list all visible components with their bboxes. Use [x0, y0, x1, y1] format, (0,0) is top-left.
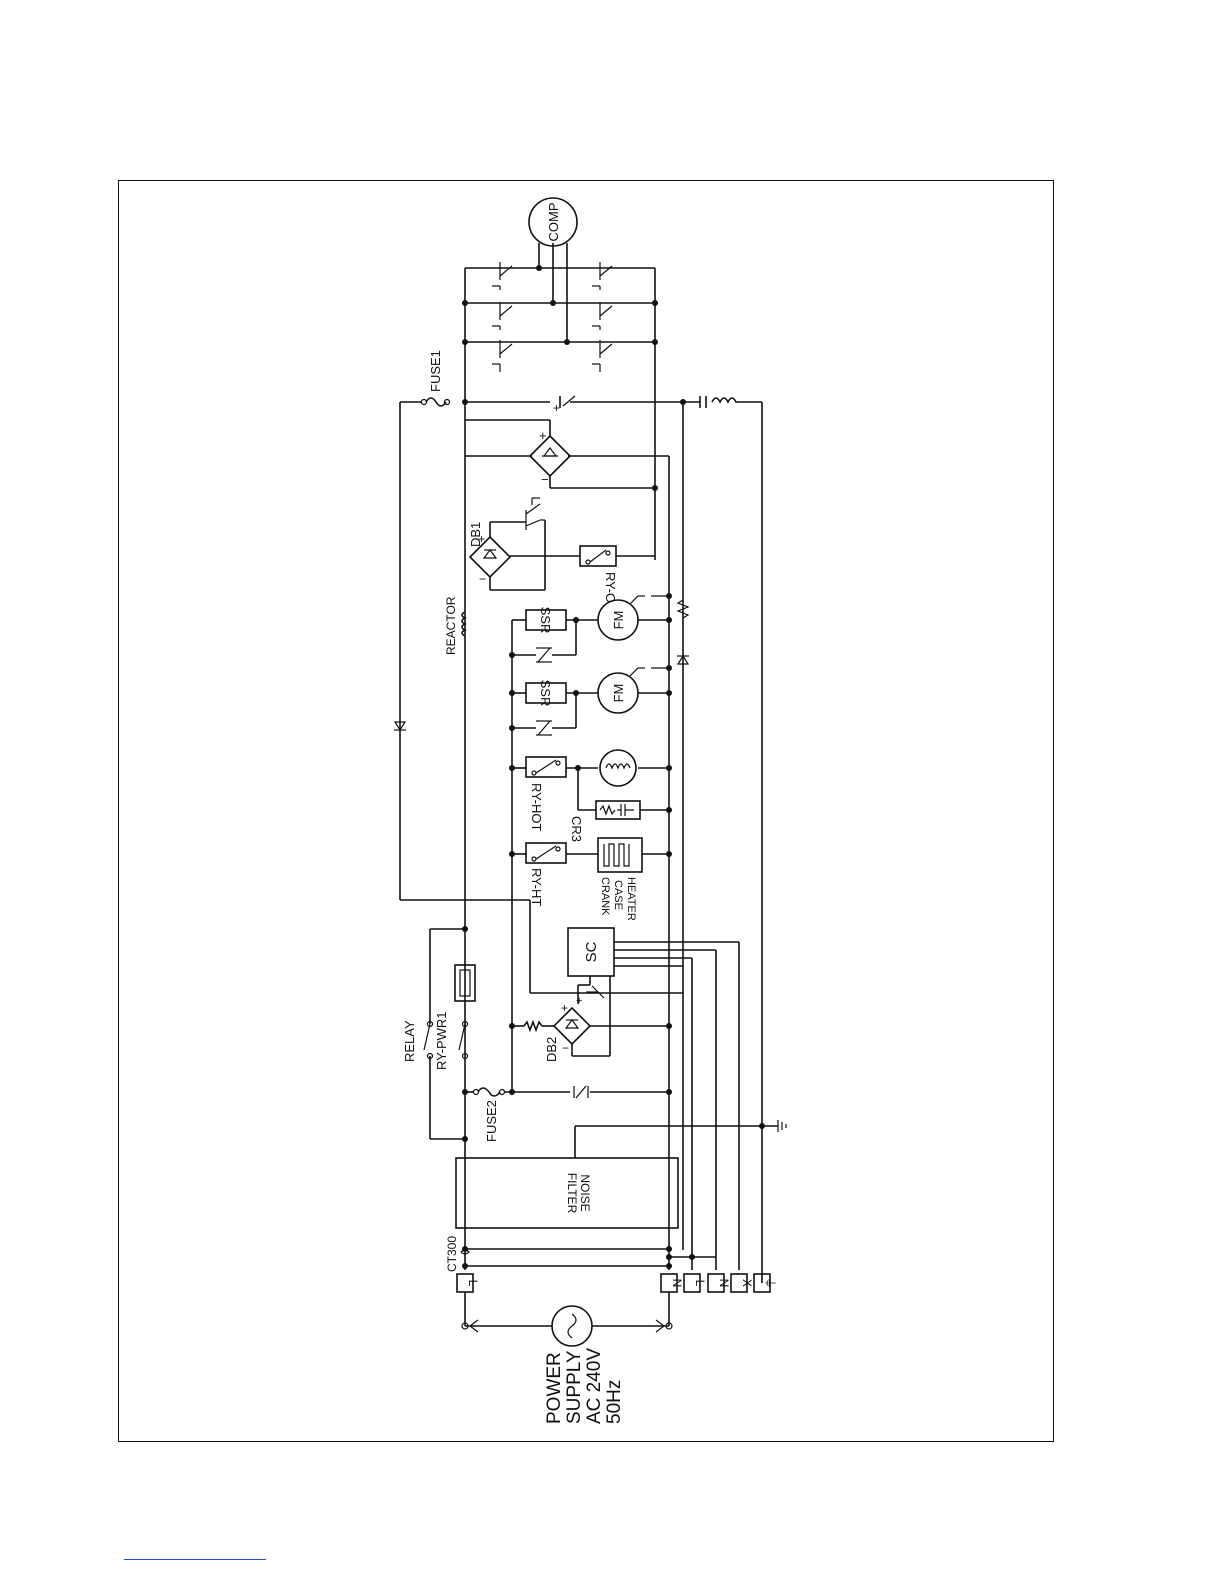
- power-supply-label-2: SUPPLY: [564, 1350, 585, 1424]
- compressor-motor: COMP: [529, 198, 577, 246]
- crankcase-heater-label-3: HEATER: [625, 877, 637, 921]
- noise-filter: NOISE FILTER: [456, 1158, 678, 1228]
- noise-filter-label-2: FILTER: [565, 1173, 579, 1214]
- ssr-1-label: SSR: [538, 607, 553, 634]
- ct300-label: CT300: [445, 1236, 459, 1272]
- line-filter: [700, 396, 740, 408]
- terminal-n-aux: N: [717, 1279, 731, 1288]
- svg-text:−: −: [541, 472, 549, 487]
- cr3-label: CR3: [569, 816, 584, 842]
- ry-hot-label: RY-HOT: [529, 783, 544, 831]
- power-supply-label-4: 50Hz: [604, 1380, 625, 1424]
- ry-hot-branch: RY-HOT CR3: [526, 750, 640, 842]
- power-supply-label-1: POWER: [544, 1352, 565, 1424]
- ry-c-relay: RY-C: [580, 546, 618, 602]
- terminal-n-main: N: [670, 1279, 684, 1288]
- dc-capacitor: +: [553, 396, 575, 415]
- ry-pwr1-label: RY-PWR1: [434, 1011, 449, 1070]
- power-supply-label-3: AC 240V: [584, 1348, 605, 1424]
- fuse1-label: FUSE1: [428, 350, 443, 392]
- db2: + − DB2: [524, 1001, 590, 1062]
- sc-capacitor: +: [576, 986, 604, 1007]
- reactor: REACTOR: [444, 596, 465, 655]
- db1-label: DB1: [468, 522, 483, 547]
- reactor-label: REACTOR: [444, 596, 458, 655]
- svg-text:+: +: [539, 428, 547, 443]
- fm-2-label: FM: [611, 684, 626, 703]
- footer-rule: [124, 1559, 266, 1560]
- relay-label: RELAY: [402, 1020, 417, 1062]
- fuse2-label: FUSE2: [484, 1100, 499, 1142]
- fan-branch-1: SSR FM: [526, 600, 638, 662]
- ssr-2-label: SSR: [538, 680, 553, 707]
- inverter-bridge: [465, 243, 655, 372]
- svg-text:−: −: [562, 1041, 569, 1055]
- svg-text:+: +: [561, 1001, 568, 1015]
- crankcase-heater-label-2: CASE: [612, 880, 624, 910]
- terminal-earth: ⏚: [763, 1277, 777, 1289]
- terminal-l-aux: L: [693, 1280, 707, 1287]
- earth-symbol: [778, 1120, 786, 1132]
- crankcase-heater-label-1: CRANK: [599, 877, 611, 916]
- fuse2: FUSE2: [474, 1088, 505, 1142]
- sc-label: SC: [583, 941, 600, 962]
- fuse1: FUSE1: [422, 350, 450, 406]
- terminal-l-main: L: [466, 1280, 480, 1287]
- svg-text:+: +: [576, 995, 582, 1007]
- fm-1-label: FM: [611, 611, 626, 630]
- ry-ht-label: RY-HT: [529, 868, 544, 906]
- db1: + − DB1: [468, 498, 545, 586]
- fan-branch-2: SSR FM: [526, 673, 638, 735]
- comp-label: COMP: [546, 203, 561, 242]
- varistor: [574, 1086, 588, 1098]
- svg-text:−: −: [479, 572, 486, 586]
- sc-controller: SC: [568, 928, 614, 976]
- ry-c-label: RY-C: [603, 572, 618, 602]
- power-supply-source: POWER SUPPLY AC 240V 50Hz: [462, 1306, 672, 1424]
- db2-label: DB2: [544, 1037, 559, 1062]
- svg-text:+: +: [553, 401, 560, 415]
- terminal-x: X: [740, 1279, 754, 1287]
- ry-pwr1-relay: RELAY RY-PWR1: [402, 1011, 468, 1070]
- terminal-block: L N L N X ⏚: [457, 1274, 777, 1292]
- junction-dots: [462, 265, 765, 1269]
- ry-ht-branch: RY-HT CRANK CASE HEATER: [526, 838, 642, 921]
- noise-filter-label-1: NOISE: [578, 1174, 592, 1211]
